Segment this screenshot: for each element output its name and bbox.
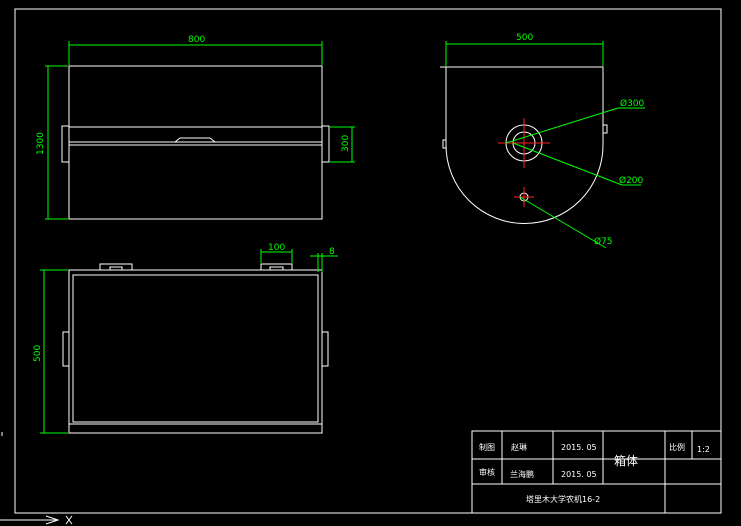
tb-scale-label: 比例 (669, 442, 685, 452)
top-inner (72, 274, 319, 423)
front-mid-label: 300 (341, 135, 351, 152)
top-height-label: 500 (33, 345, 43, 362)
title-block: 制图 赵琳 2015. 05 审核 兰海鹏 2015. 05 箱体 比例 1:2… (471, 430, 722, 514)
tb-checked-name: 兰海鹏 (510, 469, 534, 479)
front-top-hump (174, 137, 216, 143)
top-tab-left (99, 263, 133, 270)
ucs-icon (0, 432, 73, 525)
top-thick-label: 8 (329, 247, 335, 257)
side-right-tab (602, 124, 608, 134)
side-profile (445, 66, 604, 224)
front-height-label: 1300 (36, 132, 46, 155)
side-left-tab (442, 139, 447, 149)
tb-checked-date: 2015. 05 (561, 470, 597, 479)
front-width-label: 800 (188, 35, 205, 45)
top-left-handle (62, 331, 70, 367)
top-tab-label: 100 (268, 243, 285, 253)
leader-200 (512, 142, 623, 186)
front-right-handle (321, 125, 330, 163)
leader-75 (519, 196, 607, 249)
dia-75-label: Ø75 (594, 236, 613, 247)
top-right-handle (321, 331, 329, 367)
side-width-label: 500 (516, 33, 533, 43)
tb-org: 塔里木大学农机16-2 (526, 494, 600, 504)
tb-checked-label: 审核 (479, 467, 495, 477)
title-block-frame (471, 430, 722, 514)
dia-200-label: Ø200 (619, 175, 644, 186)
ucs-arrow (45, 515, 60, 525)
tb-drawn-date: 2015. 05 (561, 443, 597, 452)
drawing-border (14, 8, 722, 514)
top-outer (68, 269, 323, 434)
tb-scale-value: 1:2 (697, 445, 710, 454)
top-view: 100 8 500 (33, 243, 338, 434)
side-view: 500 Ø300 Ø200 Ø75 (440, 33, 645, 249)
ucs-x-mark (65, 515, 73, 525)
tb-drawn-name: 赵琳 (511, 442, 527, 452)
leader-300 (505, 107, 619, 144)
tb-drawn-label: 制图 (479, 442, 495, 452)
tb-part-name: 箱体 (614, 453, 638, 468)
front-view: 800 1300 300 (36, 35, 355, 220)
dia-300-label: Ø300 (620, 98, 645, 109)
front-left-handle (61, 125, 70, 163)
top-tab-right (260, 263, 293, 270)
